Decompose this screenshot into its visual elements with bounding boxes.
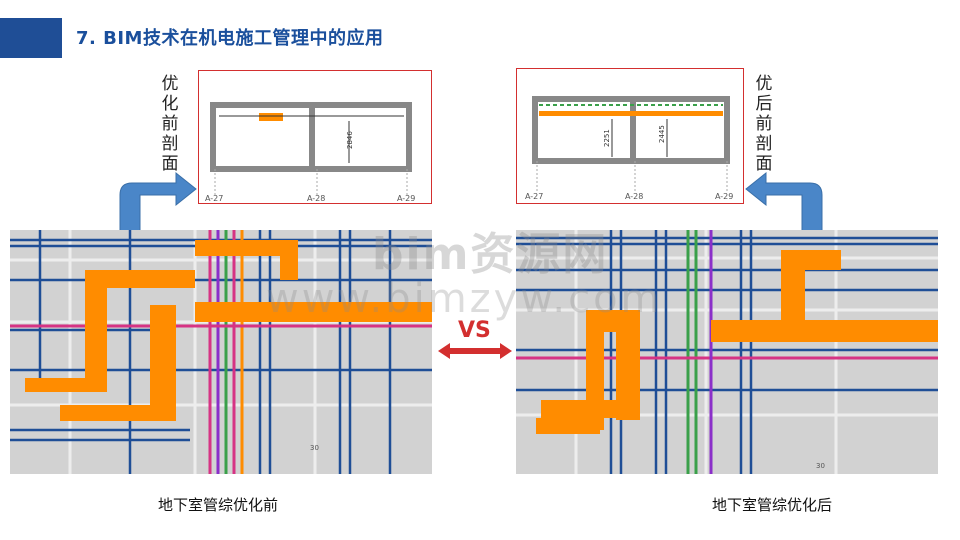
watermark-url: www.bimzyw.com bbox=[266, 276, 663, 322]
axis-label: A-29 bbox=[715, 192, 733, 201]
header-accent-bar bbox=[0, 18, 62, 58]
section-label-after: 优后前剖面 bbox=[755, 74, 773, 174]
axis-label: A-27 bbox=[525, 192, 543, 201]
page-title: 7. BIM技术在机电施工管理中的应用 bbox=[76, 28, 384, 49]
svg-text:30: 30 bbox=[816, 462, 825, 470]
axis-label: A-28 bbox=[307, 194, 325, 203]
plan-drawing-before: 30 bbox=[10, 230, 432, 474]
section-view-before: 2846 A-27 A-28 A-29 bbox=[198, 70, 432, 204]
dimension-label: 2846 bbox=[346, 131, 354, 149]
plan-before: 30 bbox=[10, 230, 432, 474]
arrow-up-right-icon bbox=[119, 171, 197, 232]
svg-text:30: 30 bbox=[310, 444, 319, 452]
vs-label: VS bbox=[458, 318, 491, 343]
plan-after: 30 bbox=[516, 230, 938, 474]
section-drawing-before: 2846 A-27 A-28 A-29 bbox=[205, 102, 415, 203]
axis-label: A-29 bbox=[397, 194, 415, 203]
dimension-label: 2251 bbox=[603, 129, 611, 147]
dimension-label: 2445 bbox=[658, 125, 666, 143]
section-drawing-after: 2251 2445 A-27 A-28 A-29 bbox=[525, 96, 733, 201]
double-arrow-icon bbox=[438, 343, 512, 359]
caption-after: 地下室管综优化后 bbox=[712, 496, 833, 514]
axis-label: A-27 bbox=[205, 194, 223, 203]
watermark-logo: bim资源网 bbox=[372, 229, 609, 280]
section-view-after: 2251 2445 A-27 A-28 A-29 bbox=[516, 68, 744, 204]
section-label-before: 优化前剖面 bbox=[161, 74, 179, 174]
arrow-up-left-icon bbox=[745, 171, 823, 232]
plan-drawing-after: 30 bbox=[516, 230, 938, 474]
axis-label: A-28 bbox=[625, 192, 643, 201]
caption-before: 地下室管综优化前 bbox=[158, 496, 279, 514]
